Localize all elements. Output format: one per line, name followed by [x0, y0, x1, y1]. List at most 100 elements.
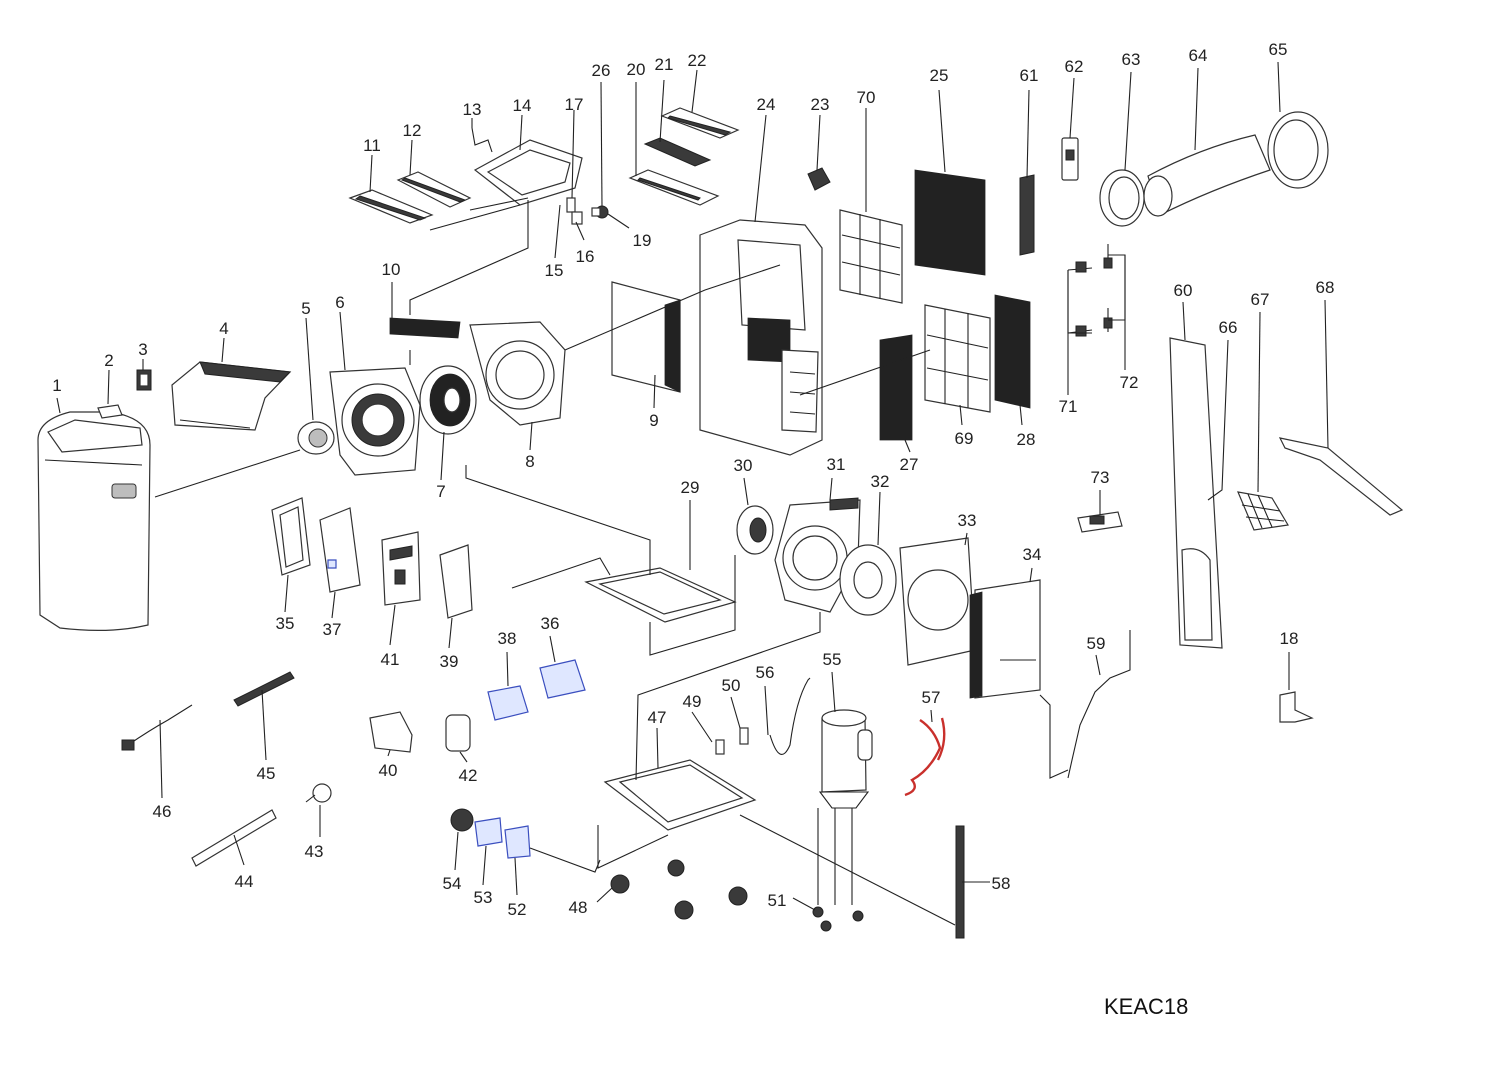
part-67-screen	[1237, 491, 1289, 531]
callout-70: 70	[857, 88, 876, 107]
part-61-handle	[1019, 174, 1035, 256]
part-9-evaporator	[611, 281, 681, 393]
part-65-window-adapter	[1267, 111, 1329, 189]
part-70-filter-frame	[839, 209, 903, 304]
callout-62: 62	[1065, 57, 1084, 76]
callout-14: 14	[513, 96, 532, 115]
model-label: KEAC18	[1104, 994, 1188, 1019]
callout-17: 17	[565, 95, 584, 114]
part-73-bracket	[1077, 511, 1123, 533]
part-2-label	[97, 404, 123, 419]
part-44-drain-tube	[191, 809, 277, 867]
part-3-switch	[136, 369, 152, 391]
part-69-filter-frame	[924, 304, 991, 413]
callout-2: 2	[104, 351, 113, 370]
part-6-fan-housing	[329, 367, 421, 476]
part-7-blower-wheel	[419, 365, 477, 435]
callout-5: 5	[301, 299, 310, 318]
part-21-plate	[643, 137, 712, 167]
callout-43: 43	[305, 842, 324, 861]
part-4-top-cover	[171, 361, 292, 431]
part-13-bracket	[471, 127, 493, 153]
part-37-foam-seal	[319, 507, 361, 593]
part-18-bracket	[1279, 691, 1314, 723]
part-55-compressor	[818, 709, 873, 809]
part-16-switch	[571, 211, 583, 225]
part-53-pump	[474, 817, 503, 847]
callout-28: 28	[1017, 430, 1036, 449]
callout-40: 40	[379, 761, 398, 780]
part-39-foam-seal	[439, 544, 473, 619]
part-29-drain-pan	[584, 567, 737, 623]
part-50-valve	[739, 727, 749, 745]
callout-21: 21	[655, 55, 674, 74]
leader-lines	[56, 61, 1329, 926]
callout-labels: 1 2 3 4 5 6 7 8 9 10 11 12 13 14 15 16 1…	[52, 40, 1334, 919]
callout-61: 61	[1020, 66, 1039, 85]
part-11-strip	[348, 189, 434, 224]
callout-67: 67	[1251, 290, 1270, 309]
callout-29: 29	[681, 478, 700, 497]
callout-6: 6	[335, 293, 344, 312]
part-45-rail	[233, 671, 295, 707]
callout-38: 38	[498, 629, 517, 648]
part-23-connector	[807, 167, 831, 191]
callout-25: 25	[930, 66, 949, 85]
part-46-power-cord	[121, 704, 193, 751]
callout-9: 9	[649, 411, 658, 430]
callout-13: 13	[463, 100, 482, 119]
callout-26: 26	[592, 61, 611, 80]
callout-51: 51	[768, 891, 787, 910]
part-43-clip	[305, 783, 332, 803]
part-25-rear-grille	[914, 169, 986, 276]
callout-54: 54	[443, 874, 462, 893]
part-20-plate	[628, 169, 720, 206]
callout-8: 8	[525, 452, 534, 471]
callout-34: 34	[1023, 545, 1042, 564]
callout-59: 59	[1087, 634, 1106, 653]
part-5-fan-motor	[297, 421, 335, 455]
part-32-condenser-fan	[839, 544, 897, 616]
callout-7: 7	[436, 482, 445, 501]
part-54-pump-gear	[450, 808, 474, 832]
callout-10: 10	[382, 260, 401, 279]
callout-58: 58	[992, 874, 1011, 893]
callout-44: 44	[235, 872, 254, 891]
callout-72: 72	[1120, 373, 1139, 392]
part-35-foam-seal	[271, 497, 311, 576]
part-62-switch	[1061, 137, 1079, 181]
callout-52: 52	[508, 900, 527, 919]
callout-56: 56	[756, 663, 775, 682]
part-38-bracket	[487, 685, 529, 721]
part-22-plate	[660, 107, 740, 139]
callout-12: 12	[403, 121, 422, 140]
callout-66: 66	[1219, 318, 1238, 337]
callout-11: 11	[363, 136, 381, 155]
part-26-knob	[591, 205, 609, 219]
part-56-pipe	[769, 677, 811, 755]
callout-41: 41	[381, 650, 400, 669]
part-1-front-panel	[37, 411, 151, 631]
part-28-grille	[994, 294, 1031, 409]
callout-35: 35	[276, 614, 295, 633]
part-57-wiring	[904, 717, 946, 797]
callout-68: 68	[1316, 278, 1335, 297]
callout-1: 1	[52, 376, 61, 395]
callout-3: 3	[138, 340, 147, 359]
callout-23: 23	[811, 95, 830, 114]
part-17-switch	[566, 197, 576, 213]
part-51-mount	[812, 906, 864, 932]
callout-33: 33	[958, 511, 977, 530]
callout-55: 55	[823, 650, 842, 669]
callout-31: 31	[827, 455, 846, 474]
callout-30: 30	[734, 456, 753, 475]
callout-16: 16	[576, 247, 595, 266]
callout-60: 60	[1174, 281, 1193, 300]
part-12-strip	[396, 171, 472, 208]
callout-37: 37	[323, 620, 342, 639]
part-36-bracket	[539, 659, 586, 699]
callout-63: 63	[1122, 50, 1141, 69]
callout-47: 47	[648, 708, 667, 727]
part-34-condenser	[969, 579, 1041, 699]
